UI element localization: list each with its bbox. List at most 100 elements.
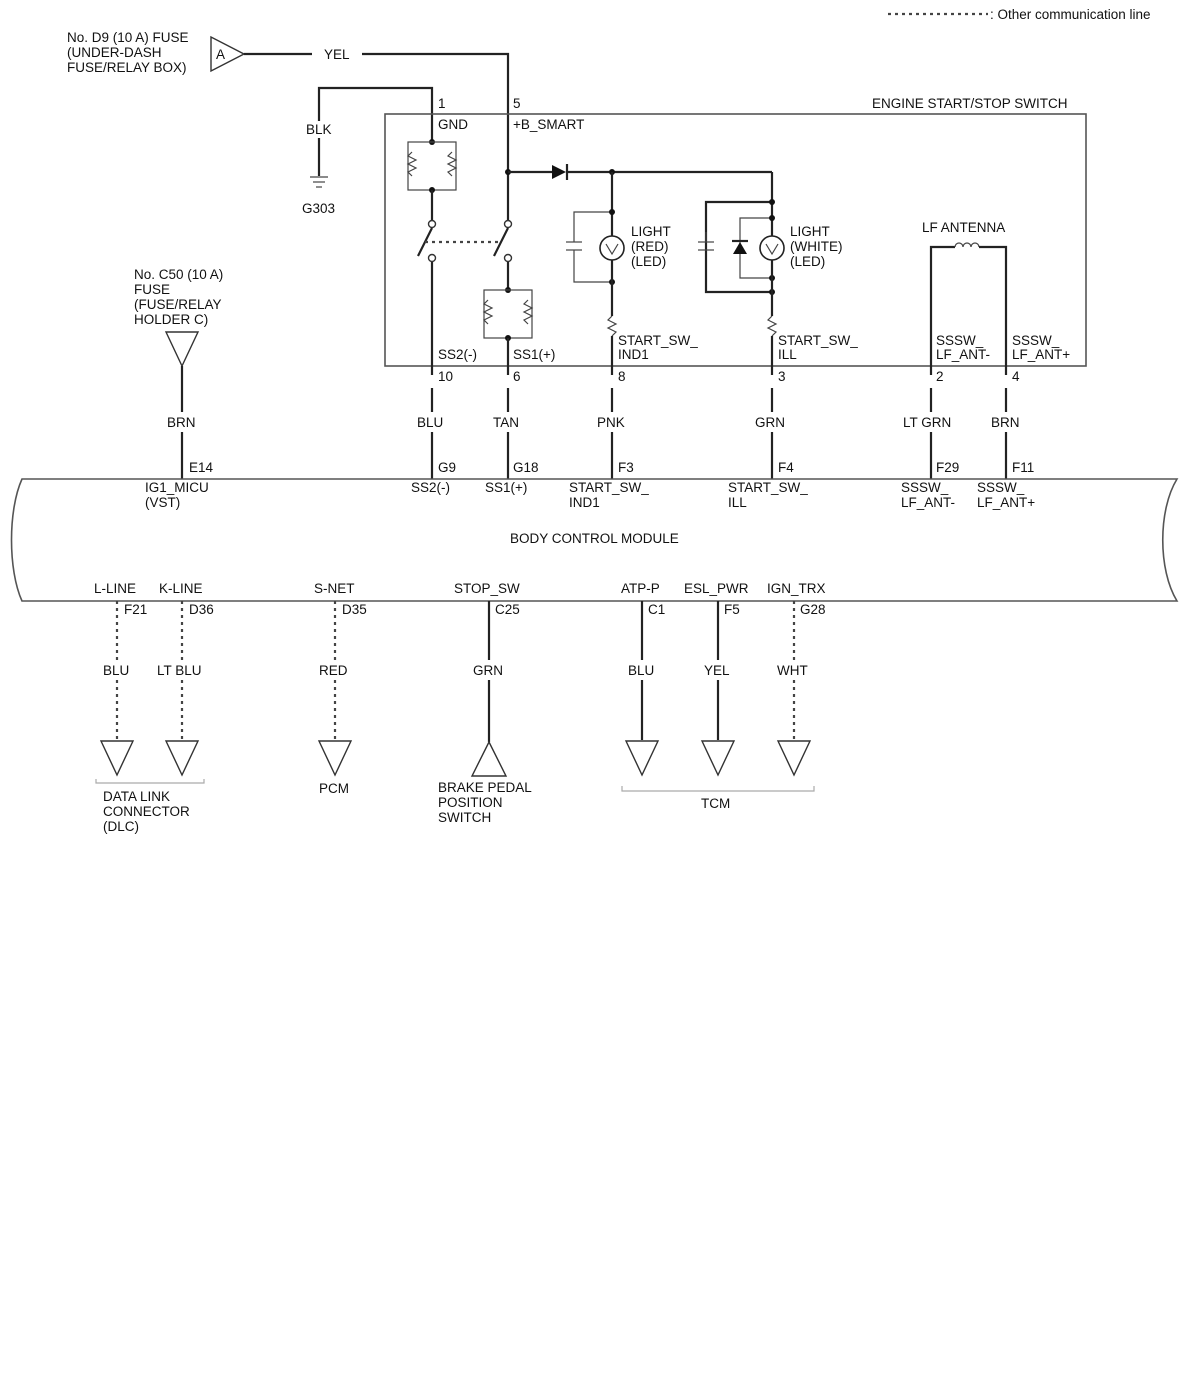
- lf-antenna-label: LF ANTENNA: [922, 220, 1005, 235]
- bcm-pin-g9: G9: [438, 460, 456, 475]
- pin-8-name-1: START_SW_: [618, 333, 698, 348]
- resistor-symbol: [406, 151, 418, 177]
- pin-8-number: 8: [618, 369, 626, 384]
- bcm-pin-f4: F4: [778, 460, 794, 475]
- bcm-pin-c25: C25: [495, 602, 520, 617]
- yel-wire-right: [362, 52, 510, 116]
- bcm-stop-sw-name: STOP_SW: [454, 581, 520, 596]
- pin-2-number: 2: [936, 369, 944, 384]
- ground-label: G303: [302, 201, 335, 216]
- wire-brn-label: BRN: [991, 415, 1020, 430]
- pcm-label: PCM: [319, 781, 349, 796]
- pin-2-name-2: LF_ANT-: [936, 347, 990, 362]
- resistor-pair-lower: [483, 289, 533, 339]
- bcm-k-line-name: K-LINE: [159, 581, 203, 596]
- resistor-symbol: [522, 299, 534, 325]
- wire-pnk-label: PNK: [597, 415, 625, 430]
- pin-10-name: SS2(-): [438, 347, 477, 362]
- bcm-atp-p-name: ATP-P: [621, 581, 660, 596]
- wire-grn-label: GRN: [755, 415, 785, 430]
- bcm-ign-trx-name: IGN_TRX: [767, 581, 826, 596]
- fuse-d9-label-1: No. D9 (10 A) FUSE: [67, 30, 189, 45]
- white-led-bulb-icon: [759, 235, 785, 261]
- pin-3-number: 3: [778, 369, 786, 384]
- blk-label-backing: [304, 121, 334, 138]
- bcm-pin-d35: D35: [342, 602, 367, 617]
- bcm-ill-name-1: START_SW_: [728, 480, 808, 495]
- zener-diode-symbol: [733, 242, 747, 254]
- pin-3-name-1: START_SW_: [778, 333, 858, 348]
- yel-wire-label: YEL: [324, 47, 350, 62]
- resistor-pair-upper: [407, 141, 457, 191]
- bcm-ig1-name-2: (VST): [145, 495, 180, 510]
- body-control-module-box: [10, 478, 1179, 602]
- dlc-k-line-connector: [164, 740, 200, 777]
- bcm-ss1-name: SS1(+): [485, 480, 527, 495]
- bcm-l-line-name: L-LINE: [94, 581, 136, 596]
- dlc-label-2: CONNECTOR: [103, 804, 190, 819]
- dlc-label-3: (DLC): [103, 819, 139, 834]
- bcm-ig1-name-1: IG1_MICU: [145, 480, 209, 495]
- switch-contact: [503, 253, 513, 263]
- light-red-label-2: (RED): [631, 239, 669, 254]
- fuse-d9-label-2: (UNDER-DASH: [67, 45, 162, 60]
- pin-4-number: 4: [1012, 369, 1020, 384]
- switch-contact: [427, 253, 437, 263]
- fuse-d9-label-3: FUSE/RELAY BOX): [67, 60, 187, 75]
- antenna-wire-left: [929, 245, 955, 375]
- pin-2-name-1: SSSW_: [936, 333, 984, 348]
- pin-6-number: 6: [513, 369, 521, 384]
- bcm-ind1-name-2: IND1: [569, 495, 600, 510]
- bcm-ant-minus-name-2: LF_ANT-: [901, 495, 955, 510]
- resistor-symbol: [446, 151, 458, 177]
- switch-blade-2: [493, 227, 509, 257]
- bcm-esl-pwr-name: ESL_PWR: [684, 581, 749, 596]
- switch-contact: [503, 219, 513, 229]
- blk-ground-wire: [317, 86, 434, 176]
- fuse-c50-label-3: (FUSE/RELAY: [134, 297, 222, 312]
- junction-dot: [769, 199, 775, 205]
- pin-6-name: SS1(+): [513, 347, 555, 362]
- pin-4-name-2: LF_ANT+: [1012, 347, 1070, 362]
- pin-8-name-2: IND1: [618, 347, 649, 362]
- bcm-pin-d36: D36: [189, 602, 214, 617]
- tcm-esl-connector: [700, 740, 736, 777]
- light-red-label-1: LIGHT: [631, 224, 671, 239]
- fuse-c50-label-2: FUSE: [134, 282, 170, 297]
- tcm-ign-connector: [776, 740, 812, 777]
- tcm-bracket: [621, 786, 815, 792]
- resistor-symbol: [482, 299, 494, 325]
- red-led-bulb-icon: [599, 235, 625, 261]
- junction-dot: [609, 209, 615, 215]
- ign-trx-wire-color: WHT: [777, 663, 808, 678]
- red-cap-wire-bottom: [573, 250, 612, 283]
- fuse-c50-label-1: No. C50 (10 A): [134, 267, 223, 282]
- bcm-pin-g18: G18: [513, 460, 539, 475]
- wire-ltgrn-label: LT GRN: [903, 415, 951, 430]
- l-line-wire-color: BLU: [103, 663, 129, 678]
- bcm-title: BODY CONTROL MODULE: [510, 531, 679, 546]
- k-line-wire-color: LT BLU: [157, 663, 202, 678]
- antenna-wire-right: [979, 245, 1008, 375]
- s-net-wire-color: RED: [319, 663, 348, 678]
- tcm-atp-connector: [624, 740, 660, 777]
- light-white-label-1: LIGHT: [790, 224, 830, 239]
- bcm-ss2-name: SS2(-): [411, 480, 450, 495]
- red-cap-wire: [573, 211, 612, 242]
- pin-1-name: GND: [438, 117, 468, 132]
- bcm-pin-c1: C1: [648, 602, 665, 617]
- esl-pwr-wire-color: YEL: [704, 663, 730, 678]
- bcm-pin-e14: E14: [189, 460, 214, 475]
- resistor-symbol: [766, 315, 778, 337]
- blk-wire-label: BLK: [306, 122, 332, 137]
- connector-a-letter: A: [216, 47, 225, 62]
- legend-label: : Other communication line: [990, 7, 1151, 22]
- pcm-connector: [317, 740, 353, 777]
- light-red-label-3: (LED): [631, 254, 666, 269]
- bcm-ant-minus-name-1: SSSW_: [901, 480, 949, 495]
- led-filament: [605, 243, 619, 256]
- connector-a-symbol: [210, 35, 246, 73]
- brake-switch-label-2: POSITION: [438, 795, 503, 810]
- bcm-ant-plus-name-1: SSSW_: [977, 480, 1025, 495]
- bcm-ill-name-2: ILL: [728, 495, 747, 510]
